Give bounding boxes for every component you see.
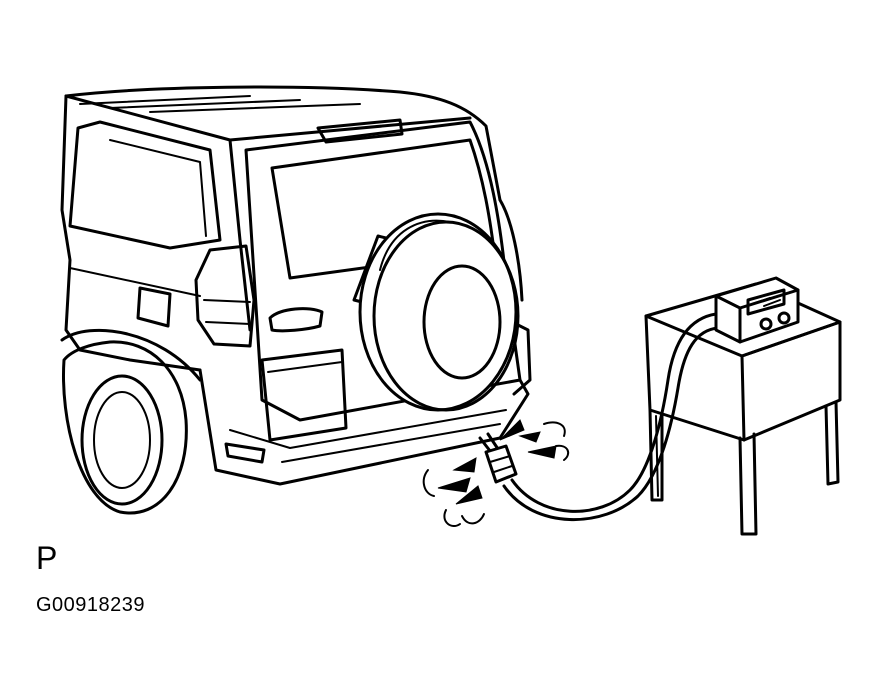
probe-connector xyxy=(484,444,518,484)
stand-leg-front-left xyxy=(648,408,664,502)
exhaust-puffs xyxy=(422,419,570,528)
tail-lamp xyxy=(194,244,256,348)
analyzer-display xyxy=(746,288,786,316)
rear-bumper xyxy=(198,368,530,486)
exhaust-probe xyxy=(478,432,518,484)
vehicle-rear-view xyxy=(60,85,532,515)
analyzer-knob-2 xyxy=(777,311,791,325)
vehicle-roof xyxy=(64,85,502,202)
tailgate-handle xyxy=(268,307,324,333)
side-window xyxy=(68,120,222,250)
figure-id: G00918239 xyxy=(36,594,146,616)
exhaust-analyzer xyxy=(714,276,800,344)
stand-leg-back-right xyxy=(824,400,840,486)
fuel-door xyxy=(136,286,172,328)
view-label: P xyxy=(36,540,58,576)
vehicle-side-body xyxy=(60,94,202,372)
analyzer-knob-1 xyxy=(759,317,773,331)
sample-hose xyxy=(502,312,720,521)
rear-wheel xyxy=(62,340,188,515)
license-plate xyxy=(260,348,348,442)
stand-leg-front-right xyxy=(738,432,758,536)
third-brake-light xyxy=(316,118,404,144)
spare-tire xyxy=(358,212,520,412)
